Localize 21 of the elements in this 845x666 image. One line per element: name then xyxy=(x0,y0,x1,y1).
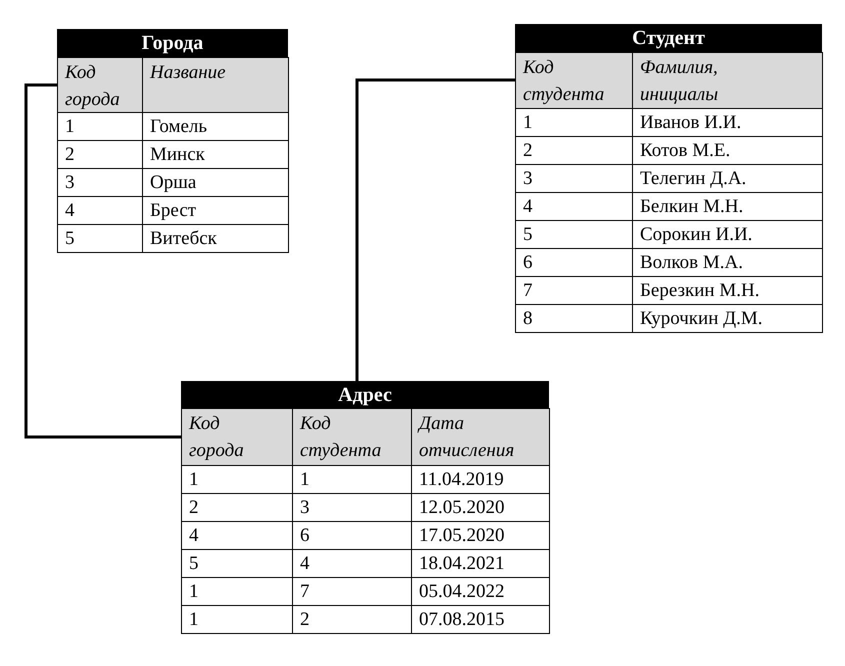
table xyxy=(515,24,823,333)
column-header: Код города xyxy=(181,408,293,466)
column-header: Дата отчисления xyxy=(411,408,550,466)
table-cell: Курочкин Д.М. xyxy=(632,304,823,333)
table-cell: 1 xyxy=(181,605,293,634)
connector-line xyxy=(24,84,181,438)
table-title: Города xyxy=(57,29,288,58)
table-title: Адрес xyxy=(181,381,549,409)
connector-line xyxy=(356,78,515,382)
table-cell: 07.08.2015 xyxy=(411,605,550,634)
column-header: Код города xyxy=(57,57,143,113)
column-header: Фамилия, инициалы xyxy=(632,52,823,109)
column-header: Название xyxy=(142,57,289,113)
table-cell: Витебск xyxy=(142,224,289,253)
table-cell: 5 xyxy=(57,224,143,253)
table-cell: 8 xyxy=(515,304,633,333)
column-header: Код студента xyxy=(292,408,412,466)
table xyxy=(181,381,550,634)
column-header: Код студента xyxy=(515,52,633,109)
table-title: Студент xyxy=(515,24,822,53)
table xyxy=(57,29,289,253)
